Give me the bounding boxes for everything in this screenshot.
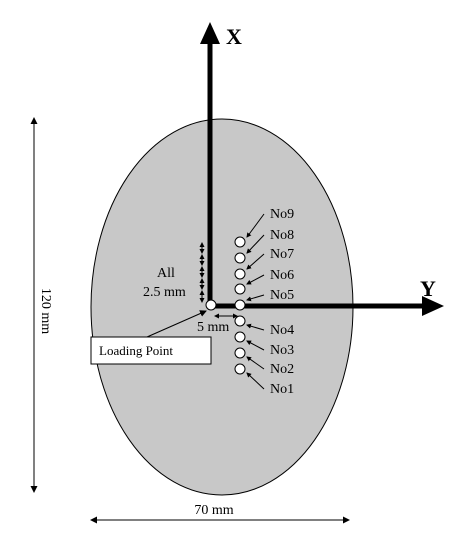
x-axis-arrowhead <box>200 22 220 44</box>
loading-point-box <box>90 336 212 365</box>
sensor-no3-label: No3 <box>270 343 294 358</box>
sensor-no7-marker <box>234 268 246 280</box>
sensor-no6-arrow <box>246 274 265 285</box>
sensor-no9-label: No9 <box>270 207 294 222</box>
spacing-dimension-label: 5 mm <box>197 320 229 335</box>
y-axis-arrowhead <box>422 296 444 316</box>
sensor-no1-label: No1 <box>270 382 294 397</box>
sensor-no7-arrow <box>246 253 265 270</box>
sensor-no3-marker <box>234 331 246 343</box>
height-dimension-label: 120 mm <box>38 288 53 334</box>
loading-point-leader <box>146 310 207 338</box>
pitch-label-line1: All <box>157 266 175 281</box>
sensor-no1-marker <box>234 363 246 375</box>
sensor-no4-marker <box>234 315 246 327</box>
sensor-no8-arrow <box>246 234 265 254</box>
y-axis-label: Y <box>420 276 436 301</box>
sensor-no6-label: No6 <box>270 268 294 283</box>
sensor-no2-marker <box>234 347 246 359</box>
sensor-no8-label: No8 <box>270 228 294 243</box>
sensor-no4-arrow <box>246 323 265 331</box>
sensor-no2-arrow <box>246 356 265 370</box>
sensor-no9-marker <box>234 236 246 248</box>
width-dimension-label: 70 mm <box>194 503 233 518</box>
sensor-no7-label: No7 <box>270 247 294 262</box>
sensor-no8-marker <box>234 252 246 264</box>
sensor-no5-label: No5 <box>270 288 294 303</box>
sensor-no5-marker <box>234 299 246 311</box>
loading-point-label: Loading Point <box>99 343 173 358</box>
sensor-no5-arrow <box>246 294 265 302</box>
pitch-label-line2: 2.5 mm <box>143 285 186 300</box>
sensor-no9-arrow <box>246 213 265 238</box>
sensor-no2-label: No2 <box>270 362 294 377</box>
sensor-no3-arrow <box>246 340 265 351</box>
x-axis-label: X <box>226 24 242 49</box>
sensor-no6-marker <box>234 283 246 295</box>
sensor-no4-label: No4 <box>270 323 294 338</box>
sensor-no1-arrow <box>246 372 265 390</box>
loading-point-marker <box>205 299 217 311</box>
